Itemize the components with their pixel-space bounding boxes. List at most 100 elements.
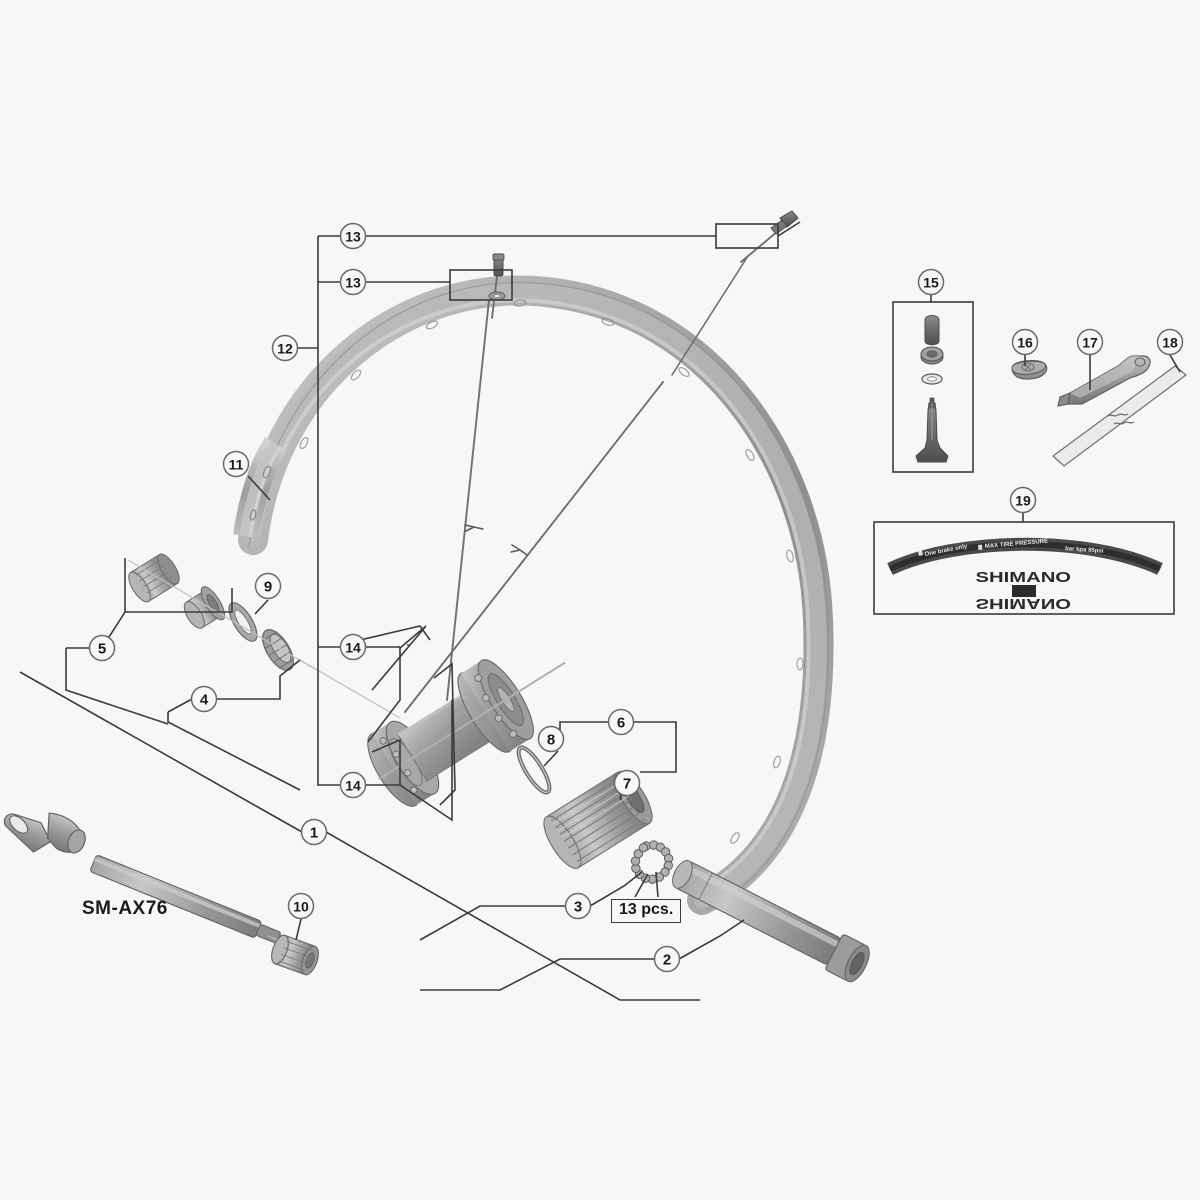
callout-bubble [300,818,328,846]
callout-number: 4 [200,692,209,709]
callout-13-nipple-long[interactable]: 13 [339,222,367,250]
callout-number: 12 [277,341,293,357]
callout-10-skewer-adjusting-nut[interactable]: 10 [287,892,315,920]
leader-11 [247,475,271,501]
callout-3-ball-bearing-set[interactable]: 3 [564,892,592,920]
assembly-axis-left [127,559,321,673]
bracket-2-left [420,958,655,991]
leader-13pcs-b [655,871,659,898]
bracket-4 [216,659,301,700]
svg-text:bar kpa 85psi: bar kpa 85psi [1065,546,1104,555]
bracket-3-left [419,905,566,941]
callout-bubble [917,268,945,296]
callout-7-freehub-body[interactable]: 7 [613,769,641,797]
callout-number: 16 [1017,335,1033,351]
callout-number: 15 [923,275,939,291]
callout-9-dust-seal[interactable]: 9 [254,572,282,600]
callout-16-valve-nut[interactable]: 16 [1011,328,1039,356]
callout-2-hub-axle[interactable]: 2 [653,945,681,973]
callout-number: 8 [547,732,555,749]
callout-1-complete-wheel-assembly[interactable]: 1 [300,818,328,846]
callout-bubble [339,633,367,661]
callout-number: 7 [623,776,631,793]
leader-18 [1169,354,1181,373]
rim-section-piece [233,437,288,538]
callout-bubble [339,222,367,250]
callout-6-freehub-body-assembly[interactable]: 6 [607,708,635,736]
callout-number: 14 [345,778,361,794]
callout-number: 9 [264,579,272,596]
locknut-graphic [128,553,180,603]
bracket-6b [633,721,677,773]
callout-5-cone-and-locknut-set[interactable]: 5 [88,634,116,662]
callout-bubble [537,725,565,753]
callout-13-nipple-short[interactable]: 13 [339,268,367,296]
rim-graphic [238,275,834,915]
callout-18-rim-tape-strip[interactable]: 18 [1156,328,1184,356]
quick-release-skewer-graphic [3,812,319,976]
nipple-box-lower [449,269,513,301]
callout-number: 2 [663,952,671,969]
callout-number: 5 [98,641,106,658]
svg-text:MAX TIRE PRESSURE: MAX TIRE PRESSURE [985,538,1049,549]
callout-bubble [653,945,681,973]
callout-bubble [1009,486,1037,514]
callout-number: 18 [1162,335,1178,351]
leader-10 [295,918,302,941]
rim-sticker-graphic: One brake only MAX TIRE PRESSURE bar kpa… [887,537,1163,613]
hub-axle-graphic [672,860,870,983]
assembly-axis-left2 [299,659,401,719]
callout-15-valve-kit-box[interactable]: 15 [917,268,945,296]
nipple-long-graphic [770,210,799,235]
leader-9 [254,599,269,615]
leader-8 [543,750,559,767]
callout-8-seal-ring[interactable]: 8 [537,725,565,753]
callout-17-valve-wrench-tool[interactable]: 17 [1076,328,1104,356]
callout-number: 3 [574,899,582,916]
callout-bubble [88,634,116,662]
quantity-note-label: 13 pcs. [611,899,682,923]
callout-bubble [222,450,250,478]
callout-number: 1 [310,825,318,842]
leader-1-left [19,671,303,833]
callout-12-spoke-set[interactable]: 12 [271,334,299,362]
callout-number: 10 [293,899,309,915]
callout-4-bearing-race-left[interactable]: 4 [190,685,218,713]
callout-14-hub-shell-right[interactable]: 14 [339,771,367,799]
svg-text:SHIMANO: SHIMANO [976,596,1072,613]
callout-bubble [254,572,282,600]
callout-bubble [1076,328,1104,356]
svg-text:SHIMANO: SHIMANO [976,569,1072,586]
callout-19-rim-sticker-box[interactable]: 19 [1009,486,1037,514]
callout-bubble [564,892,592,920]
callout-number: 14 [345,640,361,656]
valve-nut-graphic [1011,359,1048,380]
callout-bubble [613,769,641,797]
callout-bubble [1011,328,1039,356]
valve-wrench-graphic [1057,355,1151,407]
box-rim-sticker [873,521,1175,615]
leader-1-right [325,831,700,1001]
ball-bearing-set-graphic [630,840,674,884]
nipple-short-graphic [488,253,506,301]
callout-bubble [271,334,299,362]
seal-ring-graphic [516,745,552,795]
callout-number: 6 [617,715,625,732]
callout-number: 19 [1015,493,1031,509]
box-valve-kit [892,301,974,473]
leader-13pcs-a [634,873,649,898]
bracket-2-right [678,919,745,960]
callout-bubble [607,708,635,736]
model-name-label: SM-AX76 [82,898,168,919]
bracket-3-right [589,871,643,907]
callout-bubble [1156,328,1184,356]
rim-tape-graphic [1052,365,1187,467]
shimano-wordmark: SHIMANO SHIMANO [976,569,1072,613]
callout-14-hub-shell-left[interactable]: 14 [339,633,367,661]
bracket-5 [124,558,233,613]
callout-bubble [287,892,315,920]
hub-shell-graphic [367,659,566,807]
callout-11-rim[interactable]: 11 [222,450,250,478]
